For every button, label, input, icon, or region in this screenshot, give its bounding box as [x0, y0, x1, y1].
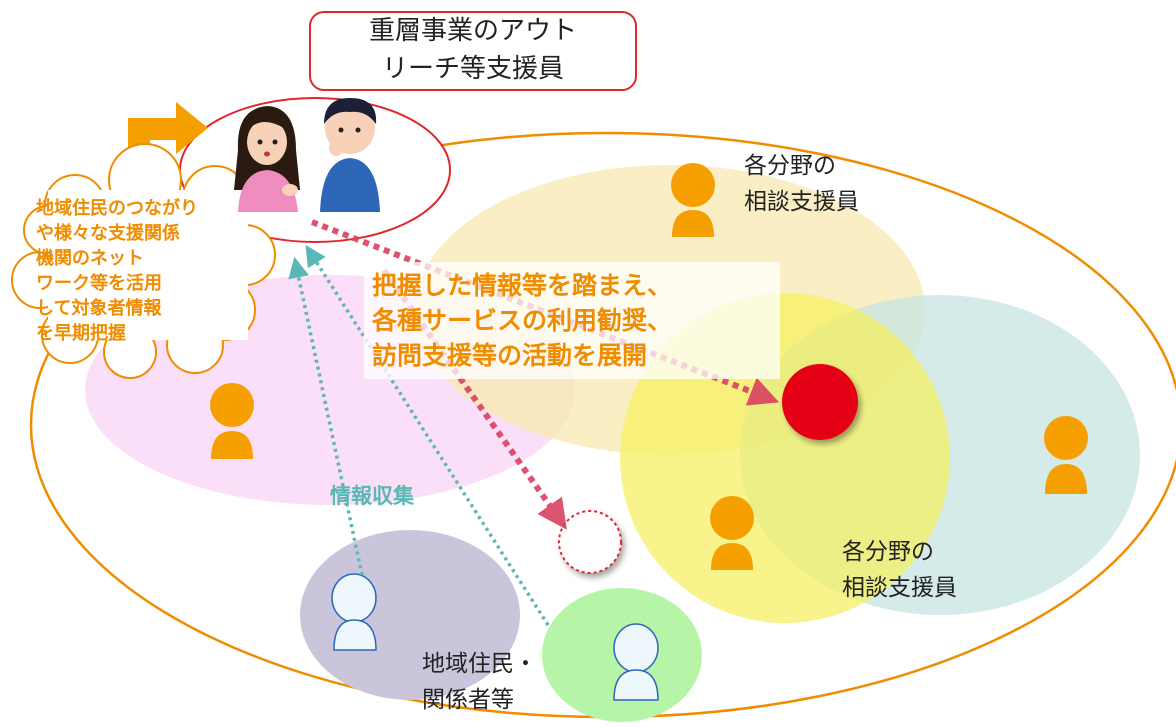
advisor-label-bottom-line-1: 各分野の — [842, 539, 934, 565]
cloud-line-6: を早期把握 — [36, 323, 126, 344]
title-line-1: 重層事業のアウト — [368, 16, 577, 46]
outreach-worker-man-icon — [320, 98, 380, 212]
cloud-line-4: ワーク等を活用 — [36, 273, 162, 294]
residents-label-line-1: 地域住民・ — [422, 651, 537, 677]
title-box — [309, 11, 637, 91]
residents-label: 地域住民・ 関係者等 — [422, 646, 537, 718]
outreach-worker-woman-icon — [234, 106, 300, 212]
advisor-label-bottom: 各分野の 相談支援員 — [842, 534, 957, 606]
advisor-label-bottom-line-2: 相談支援員 — [842, 575, 957, 601]
resident-person-icon-purple — [331, 573, 377, 651]
cloud-line-1: 地域住民のつながり — [36, 198, 198, 219]
title-box-text: 重層事業のアウト リーチ等支援員 — [310, 12, 636, 88]
advisor-label-top-line-2: 相談支援員 — [744, 189, 859, 215]
advisor-person-icon-left — [210, 383, 254, 459]
cloud-line-5: して対象者情報 — [36, 298, 162, 319]
cloud-line-3: 機関のネット — [36, 248, 144, 269]
info-collection-label: 情報収集 — [330, 484, 414, 508]
advisor-label-top-line-1: 各分野の — [744, 153, 836, 179]
thought-cloud-fill — [13, 145, 274, 377]
main-message-line-3: 訪問支援等の活動を展開 — [372, 341, 648, 370]
advisor-person-icon-right — [1044, 416, 1088, 494]
main-message-line-1: 把握した情報等を踏まえ、 — [372, 271, 673, 300]
title-line-2: リーチ等支援員 — [381, 54, 564, 84]
purple-zone — [300, 530, 520, 700]
outreach-arrow-to-dotted-target — [381, 268, 567, 530]
advisor-label-top: 各分野の 相談支援員 — [744, 148, 859, 220]
support-target-red-circle — [782, 364, 858, 440]
advisor-person-icon-top — [671, 163, 715, 237]
resident-person-icon-green — [613, 623, 659, 701]
main-message: 把握した情報等を踏まえ、 各種サービスの利用勧奨、 訪問支援等の活動を展開 — [364, 262, 780, 379]
cloud-line-2: や様々な支援関係 — [36, 223, 180, 244]
residents-label-line-2: 関係者等 — [422, 687, 514, 713]
potential-target-dotted-circle — [558, 510, 622, 574]
advisor-person-icon-center — [710, 496, 754, 570]
main-message-line-2: 各種サービスの利用勧奨、 — [372, 306, 673, 335]
cloud-text: 地域住民のつながり や様々な支援関係 機関のネット ワーク等を活用 して対象者情… — [36, 196, 198, 346]
